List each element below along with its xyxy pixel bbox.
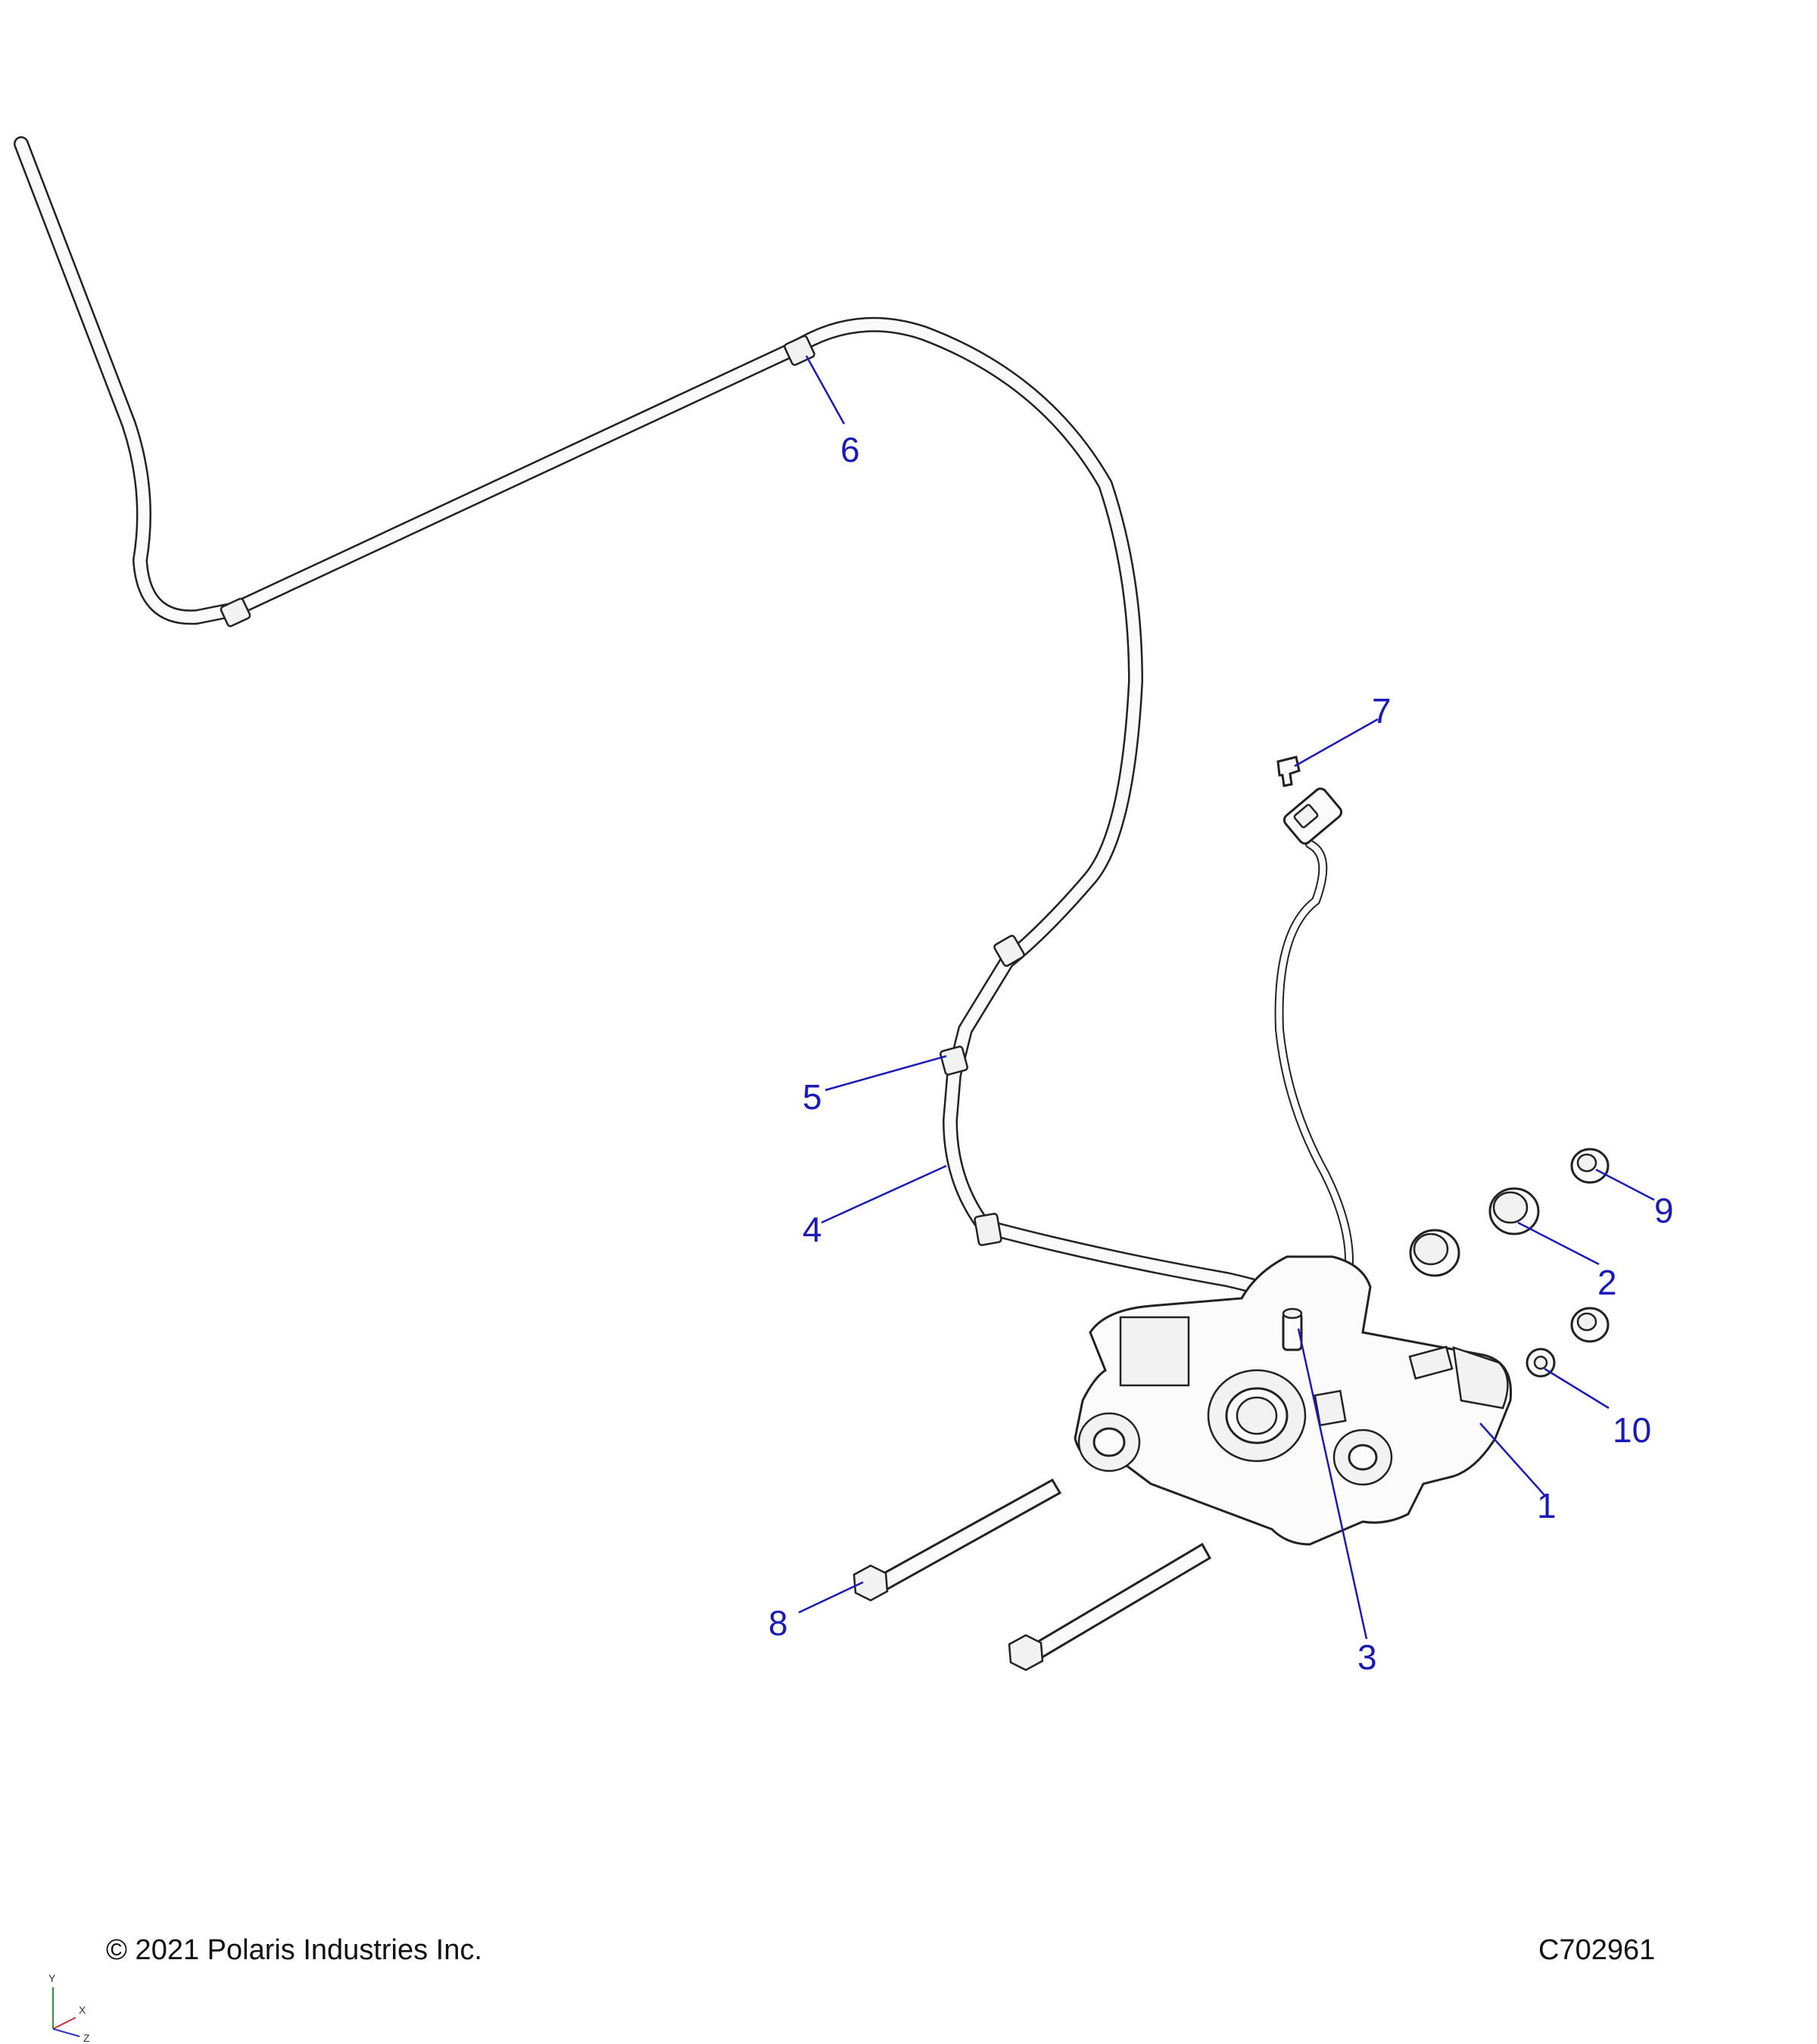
axis-y-label: Y bbox=[48, 1972, 56, 1984]
leader-5 bbox=[824, 1055, 947, 1092]
leader-8 bbox=[798, 1581, 864, 1614]
axis-triad: Y X Z bbox=[48, 1972, 90, 2044]
hose-clip-lower bbox=[974, 1213, 1002, 1246]
callout-8: 8 bbox=[768, 1603, 788, 1643]
callout-5: 5 bbox=[803, 1077, 822, 1117]
vent-fitting bbox=[1282, 1307, 1303, 1351]
drawing-number: C702961 bbox=[1538, 1934, 1656, 1966]
connector-clip-7 bbox=[1276, 756, 1301, 787]
callout-2: 2 bbox=[1597, 1263, 1617, 1302]
callout-1: 1 bbox=[1537, 1486, 1557, 1525]
hose-clip-upper-right bbox=[993, 934, 1025, 967]
hose-clip-upper-left bbox=[220, 597, 251, 628]
leader-lines bbox=[798, 355, 1655, 1640]
callout-3: 3 bbox=[1357, 1637, 1377, 1677]
callout-10: 10 bbox=[1613, 1410, 1651, 1450]
sensor-harness bbox=[1274, 840, 1354, 1284]
axis-x-label: X bbox=[79, 2004, 86, 2016]
callout-9: 9 bbox=[1654, 1191, 1674, 1230]
leader-1 bbox=[1479, 1422, 1545, 1496]
leader-10 bbox=[1544, 1367, 1610, 1410]
callout-4: 4 bbox=[803, 1210, 822, 1249]
leader-3 bbox=[1297, 1328, 1368, 1640]
leader-6 bbox=[805, 355, 846, 425]
hose-clip-5 bbox=[940, 1045, 968, 1076]
axis-z-label: Z bbox=[83, 2032, 90, 2044]
leader-4 bbox=[821, 1164, 947, 1224]
copyright-text: © 2021 Polaris Industries Inc. bbox=[106, 1934, 482, 1966]
vent-hose bbox=[14, 136, 1310, 1317]
flange-nut-upper bbox=[1570, 1148, 1610, 1184]
callout-labels: 1 2 3 4 5 6 7 8 9 10 bbox=[768, 430, 1674, 1677]
leader-7 bbox=[1294, 718, 1379, 768]
bushing-upper bbox=[1488, 1187, 1540, 1235]
bolt-upper bbox=[852, 1478, 1062, 1602]
callout-6: 6 bbox=[840, 430, 860, 469]
front-differential bbox=[1074, 1255, 1513, 1546]
harness-connector bbox=[1282, 787, 1343, 845]
callout-7: 7 bbox=[1372, 691, 1392, 731]
leader-9 bbox=[1595, 1168, 1655, 1201]
leader-2 bbox=[1517, 1221, 1600, 1266]
flange-nut-lower bbox=[1570, 1307, 1610, 1343]
bolt-lower bbox=[1008, 1542, 1212, 1672]
bushing-lower bbox=[1409, 1229, 1460, 1277]
